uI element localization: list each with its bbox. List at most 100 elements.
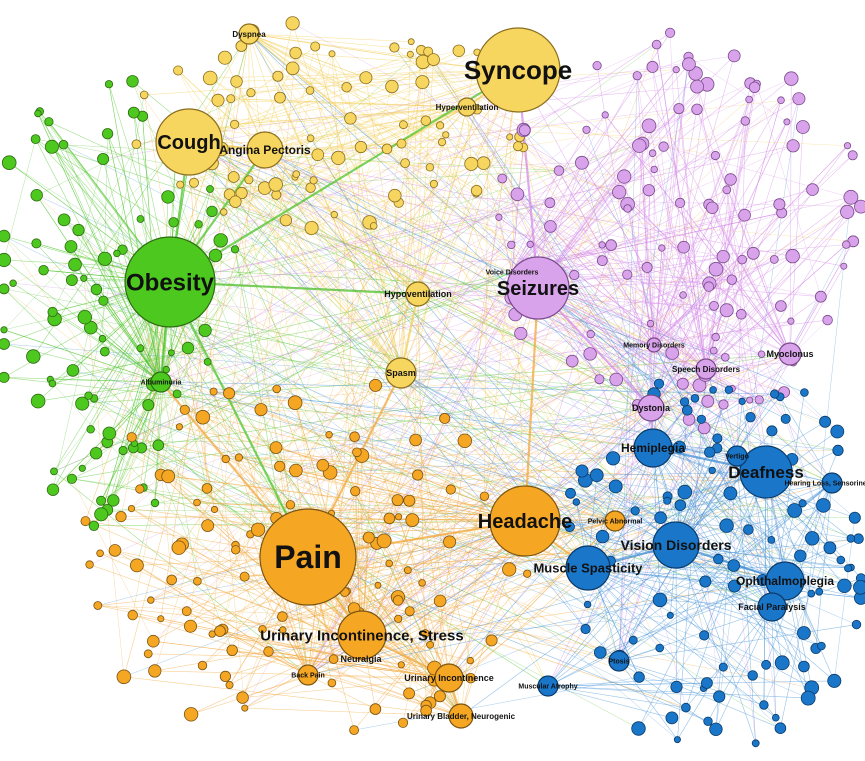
- network-edge: [653, 120, 746, 346]
- network-node-small: [832, 444, 844, 456]
- network-node-small: [679, 397, 690, 407]
- network-node-small: [690, 393, 700, 403]
- network-edge: [688, 56, 788, 123]
- network-edge: [466, 106, 655, 395]
- network-edge: [299, 100, 782, 585]
- network-edge: [3, 329, 162, 383]
- node-vision: [652, 521, 700, 569]
- network-edge: [705, 100, 782, 370]
- network-edge: [587, 567, 805, 634]
- network-edge: [610, 560, 786, 582]
- network-edge: [571, 274, 628, 362]
- network-node-small: [316, 458, 330, 472]
- network-edge: [160, 32, 671, 383]
- network-edge: [95, 118, 351, 454]
- network-edge: [511, 203, 780, 273]
- network-node-small: [406, 50, 414, 58]
- network-edge: [484, 69, 489, 497]
- network-edge: [409, 114, 606, 501]
- network-edge: [38, 381, 162, 402]
- network-edge: [547, 685, 720, 697]
- label-deafness: Deafness: [728, 463, 804, 482]
- network-edge: [360, 558, 719, 660]
- network-node-small: [653, 378, 665, 389]
- network-edge: [401, 106, 468, 144]
- network-edge: [252, 31, 777, 718]
- network-edge: [275, 184, 521, 334]
- network-node-small: [274, 91, 286, 104]
- network-node-small: [646, 60, 659, 73]
- network-edge: [70, 246, 233, 651]
- network-node-small: [173, 65, 184, 76]
- network-node-small: [244, 175, 254, 185]
- network-node-small: [775, 300, 787, 312]
- network-node-small: [219, 670, 231, 683]
- network-node-small: [513, 141, 524, 152]
- network-node-small: [172, 389, 182, 399]
- network-node-small: [623, 204, 632, 213]
- network-node-small: [97, 251, 113, 266]
- network-edge: [498, 217, 513, 273]
- network-node-small: [208, 248, 223, 263]
- network-edge: [618, 660, 678, 740]
- network-edge: [398, 470, 583, 619]
- network-edge: [197, 502, 526, 522]
- network-edge: [547, 211, 848, 687]
- network-node-small: [104, 80, 114, 89]
- network-node-small: [272, 384, 282, 394]
- label-obesity: Obesity: [126, 269, 215, 296]
- network-node-small: [235, 186, 248, 200]
- network-edge: [53, 471, 309, 676]
- network-node-small: [433, 594, 447, 608]
- network-edge: [307, 556, 709, 722]
- network-edge: [248, 33, 434, 60]
- network-node-small: [851, 619, 862, 630]
- network-node-small: [722, 185, 732, 195]
- network-node-small: [439, 412, 451, 424]
- network-node-small: [677, 240, 690, 254]
- network-node-small: [115, 510, 127, 523]
- node-myoclonus: [778, 342, 802, 366]
- network-node-small: [1, 155, 17, 171]
- network-node-small: [0, 252, 12, 268]
- network-node-small: [830, 424, 845, 439]
- network-node-small: [94, 507, 109, 522]
- network-edge: [402, 489, 452, 723]
- network-node-small: [847, 150, 858, 161]
- network-edge: [618, 624, 857, 662]
- network-node-small: [352, 447, 362, 458]
- network-node-small: [230, 119, 240, 130]
- network-node-small: [80, 274, 88, 282]
- network-edge: [260, 409, 445, 419]
- network-node-small: [569, 269, 580, 281]
- network-edge: [141, 447, 332, 514]
- network-edge: [404, 69, 677, 164]
- network-edge: [394, 47, 812, 594]
- network-node-small: [66, 473, 78, 484]
- network-edge: [652, 153, 707, 370]
- network-edge: [188, 141, 844, 267]
- network-node-small: [148, 664, 162, 678]
- network-node-small: [654, 511, 667, 525]
- network-edge: [33, 33, 250, 357]
- network-node-small: [798, 499, 807, 508]
- node-pain: [259, 508, 357, 606]
- network-node-small: [575, 155, 589, 170]
- network-node-small: [844, 564, 853, 573]
- network-node-small: [385, 559, 394, 568]
- network-edge: [307, 644, 431, 676]
- network-node-small: [761, 659, 771, 670]
- network-node-small: [183, 619, 197, 633]
- node-hyperventilation: [457, 97, 477, 117]
- network-node-small: [465, 673, 476, 684]
- network-edge: [428, 51, 680, 448]
- network-node-small: [143, 649, 153, 659]
- network-node-small: [476, 156, 491, 170]
- network-node-small: [631, 721, 646, 736]
- network-node-small: [213, 233, 228, 248]
- network-node-small: [206, 205, 218, 218]
- network-edge: [779, 396, 833, 484]
- network-edge: [322, 583, 686, 708]
- network-node-small: [269, 441, 283, 455]
- network-node-small: [344, 112, 357, 125]
